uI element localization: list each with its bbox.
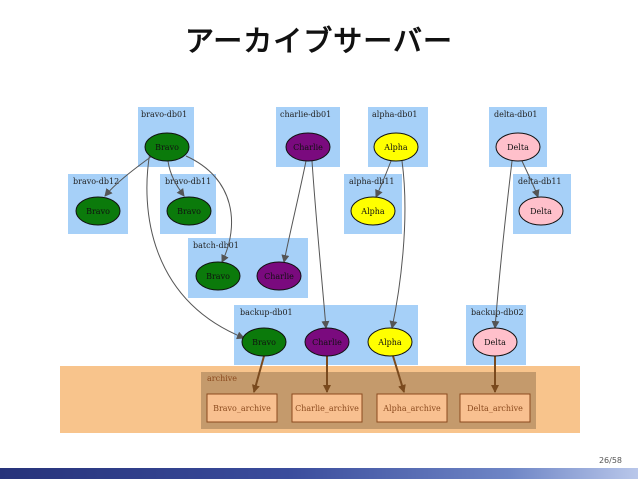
node-label-bravo-db12: Bravo [86, 207, 110, 216]
edge-bravo-db01-to-bravo-db12 [104, 155, 153, 197]
page-number: 26/58 [598, 456, 622, 465]
node-alpha-archive [376, 393, 448, 423]
node-charlie-db01 [285, 132, 331, 162]
node-label-alpha-db11: Alpha [360, 207, 385, 216]
node-backup-alpha [367, 327, 413, 357]
edge-alpha-db01-to-backup-alpha [389, 160, 406, 329]
node-backup-delta [472, 327, 518, 357]
node-label-backup-bravo: Bravo [252, 338, 276, 347]
edge-charlie-db01-to-backup-charlie [311, 160, 330, 329]
node-label-delta-archive: Delta_archive [467, 404, 523, 413]
node-bravo-archive [206, 393, 278, 423]
edge-backup-alpha-to-archive [392, 355, 406, 393]
node-label-delta-db01: Delta [507, 143, 529, 152]
slide-title: アーカイブサーバー [185, 24, 453, 58]
cluster-label-delta-db01: delta-db01 [494, 110, 538, 119]
edge-delta-db01-to-backup-delta [491, 160, 513, 329]
node-label-alpha-archive: Alpha_archive [382, 404, 441, 413]
node-alpha-db11 [350, 196, 396, 226]
cluster-label-bravo-db01: bravo-db01 [141, 110, 187, 119]
node-label-backup-alpha: Alpha [377, 338, 402, 347]
node-label-bravo-archive: Bravo_archive [213, 404, 271, 413]
node-backup-bravo [241, 327, 287, 357]
node-label-alpha-db01: Alpha [383, 143, 408, 152]
node-label-charlie-archive: Charlie_archive [295, 404, 359, 413]
node-label-backup-charlie: Charlie [312, 338, 342, 347]
node-bravo-db12 [75, 196, 121, 226]
node-label-bravo-db01: Bravo [155, 143, 179, 152]
cluster-label-backup-db01: backup-db01 [240, 308, 293, 317]
cluster-label-bravo-db11: bravo-db11 [165, 177, 211, 186]
edge-alpha-db01-to-alpha-db11 [375, 160, 392, 198]
node-label-charlie-db01: Charlie [293, 143, 323, 152]
node-label-bravo-db11: Bravo [177, 207, 201, 216]
node-bravo-db11 [166, 196, 212, 226]
node-delta-db01 [495, 132, 541, 162]
cluster-label-alpha-db11: alpha-db11 [349, 177, 395, 186]
node-label-backup-delta: Delta [484, 338, 506, 347]
edge-bravo-db01-to-bravo-db11 [167, 160, 185, 197]
archive-cluster-label: archive [207, 374, 237, 383]
node-charlie-archive [291, 393, 363, 423]
node-delta-db11 [518, 196, 564, 226]
cluster-label-charlie-db01: charlie-db01 [280, 110, 331, 119]
node-label-delta-db11: Delta [530, 207, 552, 216]
edge-backup-bravo-to-archive [252, 355, 265, 393]
edge-delta-db01-to-delta-db11 [521, 160, 540, 198]
cluster-label-alpha-db01: alpha-db01 [372, 110, 418, 119]
cluster-label-delta-db11: delta-db11 [518, 177, 562, 186]
edge-bravo-db01-to-batch-bravo [185, 155, 233, 263]
node-label-batch-bravo: Bravo [206, 272, 230, 281]
node-delta-archive [459, 393, 531, 423]
node-bravo-db01 [144, 132, 190, 162]
node-batch-charlie [256, 261, 302, 291]
edge-charlie-db01-to-batch-charlie [281, 160, 307, 263]
node-backup-charlie [304, 327, 350, 357]
cluster-label-batch-db01: batch-db01 [193, 241, 239, 250]
edge-bravo-db01-to-backup-bravo [146, 151, 245, 340]
node-label-batch-charlie: Charlie [264, 272, 294, 281]
footer-gradient-bar [0, 468, 638, 479]
cluster-label-backup-db02: backup-db02 [471, 308, 524, 317]
cluster-label-bravo-db12: bravo-db12 [73, 177, 119, 186]
node-alpha-db01 [373, 132, 419, 162]
node-batch-bravo [195, 261, 241, 291]
